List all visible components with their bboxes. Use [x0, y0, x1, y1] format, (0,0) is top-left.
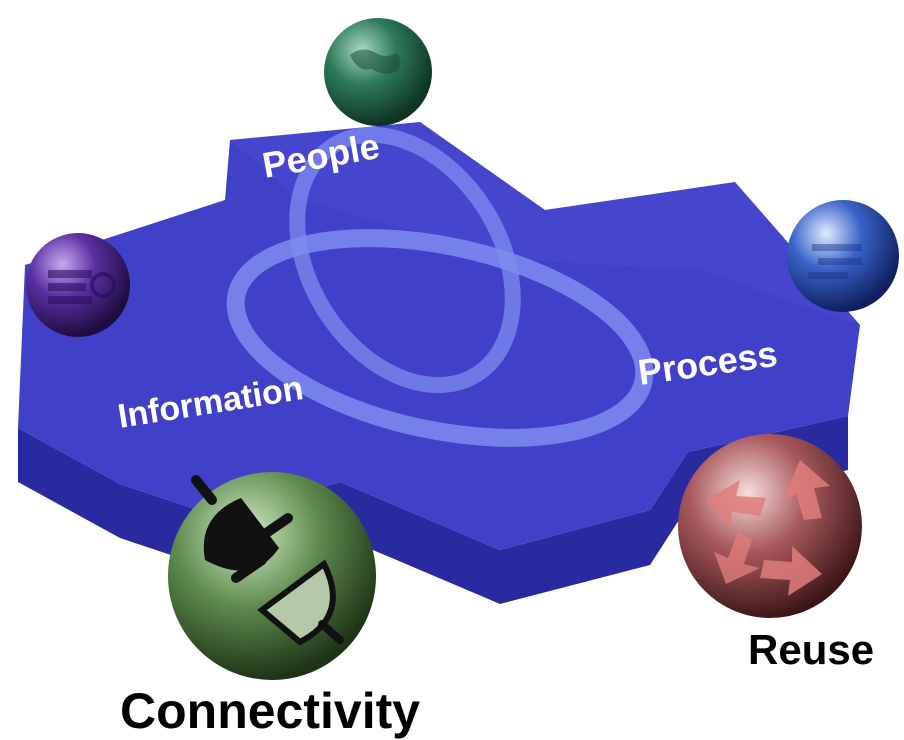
caption-connectivity: Connectivity	[120, 683, 421, 739]
plug-socket-icon	[168, 472, 376, 680]
ring-vertical	[289, 126, 521, 394]
information-sphere-icon	[26, 233, 130, 337]
people-sphere-icon	[324, 18, 432, 126]
ring-horizontal	[226, 229, 654, 447]
process-sphere-icon	[787, 200, 899, 312]
platform-highlight	[230, 122, 860, 325]
reuse-arrows-icon	[678, 434, 862, 618]
platform-top	[18, 122, 860, 550]
caption-reuse: Reuse	[748, 626, 875, 673]
